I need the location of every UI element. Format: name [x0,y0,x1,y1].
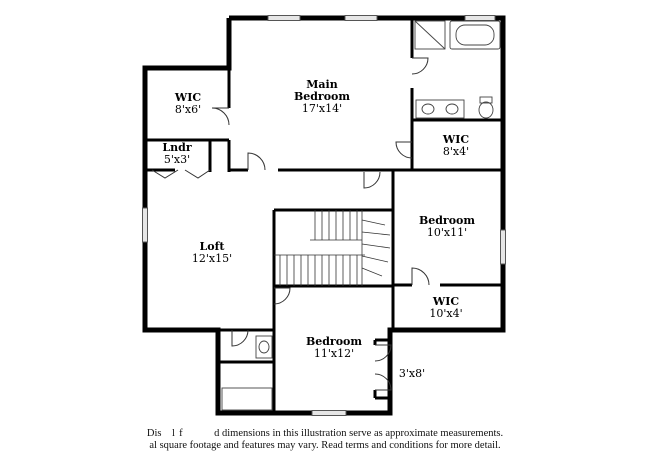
wic-lower-size: 10'x4' [429,307,462,320]
door-closet-bottom-2 [374,373,392,391]
vanity [415,99,465,119]
fixtures [221,20,501,411]
window-left-loft [142,207,148,243]
windows [142,15,506,416]
window-top-1 [267,15,301,21]
main-bedroom-name-2: Bedroom [294,90,350,103]
disclaimer-line-2: al square footage and features may vary.… [149,440,501,451]
wic-right-name: WIC [442,133,469,146]
wic-lower-name: WIC [432,295,459,308]
wic-left-size: 8'x6' [175,103,201,116]
door-main-bedroom [247,152,266,171]
door-hall-bath [231,329,249,347]
staircase [274,210,391,286]
window-bottom-bedroom [311,410,347,416]
bedroom-right-name: Bedroom [419,214,475,227]
bathtub [449,20,501,50]
sink-hall [255,335,273,359]
interior-walls [145,18,503,413]
wic-right-size: 8'x4' [443,145,469,158]
room-labels: Main Bedroom 17'x14' WIC 8'x6' WIC 8'x4'… [162,78,475,380]
bathtub-hall [221,387,273,411]
doors [151,57,430,391]
wic-left-name: WIC [174,91,201,104]
closet-bottom-size: 3'x8' [399,367,425,380]
bedroom-bottom-name: Bedroom [306,335,362,348]
door-laundry [151,169,211,179]
laundry-size: 5'x3' [164,153,190,166]
laundry-name: Lndr [162,141,191,154]
door-closet-bottom-1 [374,344,392,362]
door-wic-left [211,107,230,126]
window-top-2 [344,15,378,21]
main-bedroom-size: 17'x14' [302,102,342,115]
shower [414,20,446,50]
door-wic-lower [411,267,430,286]
window-right-bedroom [500,229,506,265]
toilet-main [479,96,493,104]
loft-size: 12'x15' [192,252,232,265]
loft-name: Loft [200,240,226,253]
exterior-walls [142,15,506,416]
disclaimer-line-1: Dis l f d dimensions in this illustratio… [146,428,504,439]
window-top-3 [464,15,496,21]
main-bedroom-name-1: Main [306,78,337,91]
door-right-bedroom [363,171,381,189]
door-main-bath [411,57,429,75]
door-bottom-bedroom [273,287,291,305]
door-wic-right [395,141,413,159]
bedroom-bottom-size: 11'x12' [314,347,354,360]
bedroom-right-size: 10'x11' [427,226,467,239]
